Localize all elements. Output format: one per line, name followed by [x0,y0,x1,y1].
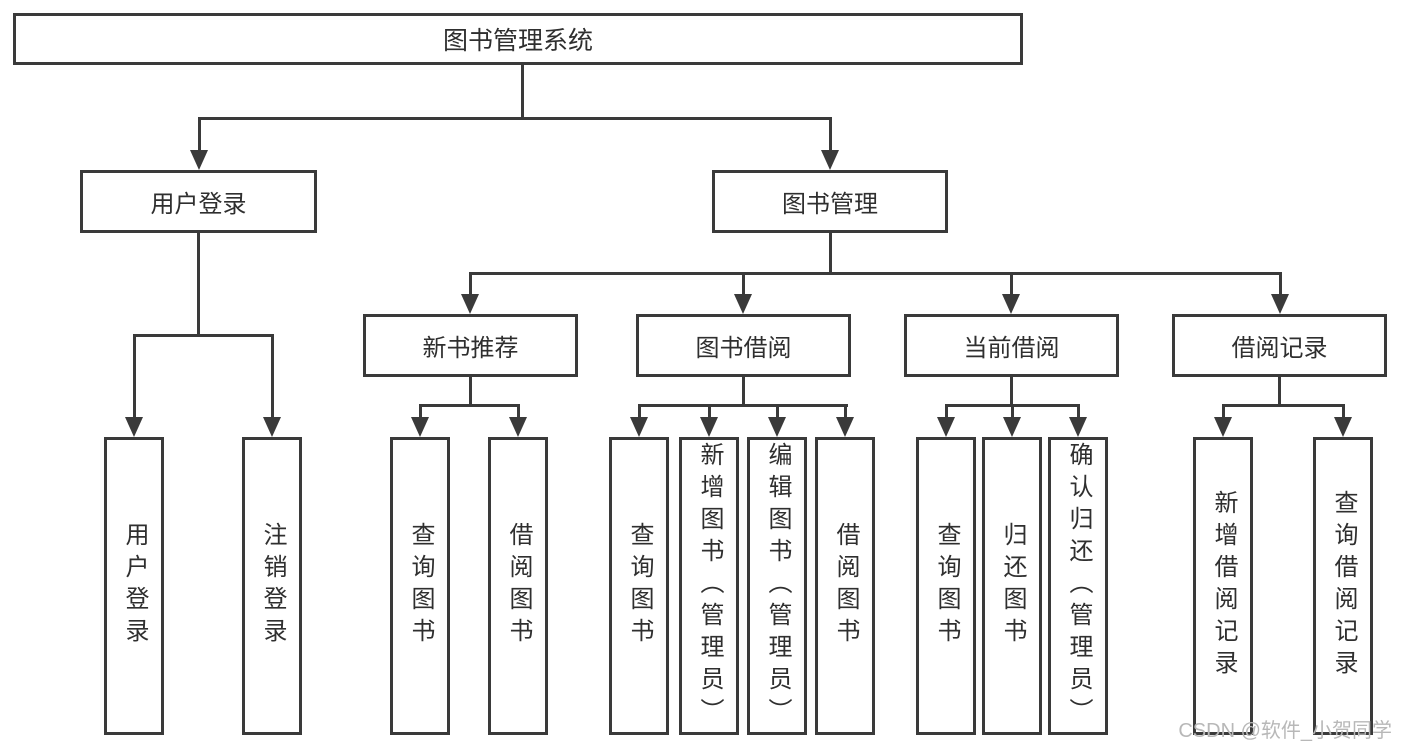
node-book-management: 图书管理 [712,170,948,233]
connector-stem [742,377,745,407]
node-label: 图书管理系统 [442,27,593,55]
connector-rail [469,272,1282,275]
connector-arrow-line [1077,404,1080,419]
node-label: 新增图书（管理员） [696,442,723,730]
node-bb-add-books-admin: 新增图书（管理员） [679,437,739,735]
connector-arrow-line [517,404,520,419]
node-label: 新增借阅记录 [1210,490,1237,682]
connector-stem [469,377,472,407]
node-nb-borrow-books: 借阅图书 [488,437,548,735]
node-label: 借阅图书 [832,522,859,650]
node-current-borrow: 当前借阅 [904,314,1119,377]
node-label: 当前借阅 [963,335,1060,362]
arrowhead-icon [509,417,527,437]
node-logout-action: 注销登录 [242,437,302,735]
connector-rail [1222,404,1345,407]
arrowhead-icon [263,417,281,437]
connector-rail [419,404,520,407]
connector-l1-rail [198,117,832,120]
node-br-add-record: 新增借阅记录 [1193,437,1253,735]
arrowhead-icon [190,150,208,170]
node-label: 借阅记录 [1231,335,1328,362]
connector-arrow-line [829,117,832,152]
arrowhead-icon [125,417,143,437]
node-label: 确认归还（管理员） [1065,442,1092,730]
node-nb-query-books: 查询图书 [390,437,450,735]
connector-arrow-line [469,272,472,296]
arrowhead-icon [1002,294,1020,314]
node-br-query-record: 查询借阅记录 [1313,437,1373,735]
connector-rail [638,404,848,407]
arrowhead-icon [1069,417,1087,437]
node-user-login-action: 用户登录 [104,437,164,735]
node-cb-query-books: 查询图书 [916,437,976,735]
connector-arrow-line [844,404,847,419]
arrowhead-icon [1271,294,1289,314]
csdn-watermark: CSDN @软件_小贺同学 [1178,720,1392,742]
connector-arrow-line [1279,272,1282,296]
arrowhead-icon [700,417,718,437]
node-label: 图书管理 [782,191,878,218]
arrowhead-icon [1003,417,1021,437]
connector-stem [829,233,832,274]
node-user-login: 用户登录 [80,170,317,233]
node-label: 图书借阅 [695,335,792,362]
connector-arrow-line [271,334,274,419]
connector-arrow-line [1222,404,1225,419]
node-label: 查询图书 [626,522,653,650]
arrowhead-icon [630,417,648,437]
connector-rail [133,334,274,337]
connector-root-stem [521,65,524,120]
connector-arrow-line [1010,272,1013,296]
arrowhead-icon [937,417,955,437]
node-bb-edit-books-admin: 编辑图书（管理员） [747,437,807,735]
node-bb-borrow-books: 借阅图书 [815,437,875,735]
connector-stem [1278,377,1281,407]
node-bb-query-books: 查询图书 [609,437,669,735]
node-label: 查询图书 [407,522,434,650]
arrowhead-icon [1334,417,1352,437]
node-label: 编辑图书（管理员） [764,442,791,730]
node-label: 查询图书 [933,522,960,650]
connector-arrow-line [708,404,711,419]
node-label: 用户登录 [121,522,148,650]
connector-arrow-line [198,117,201,152]
connector-stem [197,233,200,337]
arrowhead-icon [411,417,429,437]
node-root: 图书管理系统 [13,13,1023,65]
connector-arrow-line [945,404,948,419]
arrowhead-icon [821,150,839,170]
arrowhead-icon [461,294,479,314]
node-label: 查询借阅记录 [1330,490,1357,682]
node-label: 借阅图书 [505,522,532,650]
node-new-book-recommend: 新书推荐 [363,314,578,377]
connector-arrow-line [133,334,136,419]
node-book-borrow: 图书借阅 [636,314,851,377]
arrowhead-icon [836,417,854,437]
node-label: 新书推荐 [422,335,519,362]
arrowhead-icon [768,417,786,437]
connector-arrow-line [1342,404,1345,419]
node-label: 注销登录 [259,522,286,650]
arrowhead-icon [1214,417,1232,437]
node-borrow-records: 借阅记录 [1172,314,1387,377]
connector-arrow-line [742,272,745,296]
connector-arrow-line [776,404,779,419]
arrowhead-icon [734,294,752,314]
connector-arrow-line [1011,404,1014,419]
node-label: 归还图书 [999,522,1026,650]
connector-stem [1010,377,1013,407]
node-label: 用户登录 [150,191,247,218]
connector-arrow-line [419,404,422,419]
connector-arrow-line [638,404,641,419]
node-cb-confirm-return-admin: 确认归还（管理员） [1048,437,1108,735]
node-cb-return-books: 归还图书 [982,437,1042,735]
